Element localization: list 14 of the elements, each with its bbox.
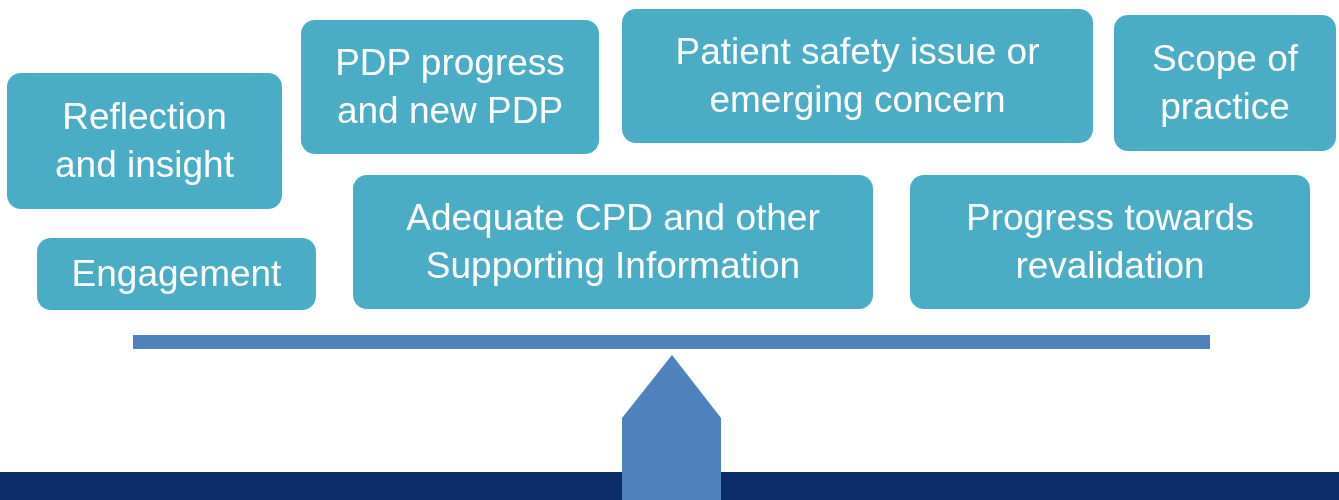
topic-box xyxy=(7,73,282,209)
box-text: Progress towards revalidation xyxy=(965,195,1255,288)
box-text: Patient safety issue or emerging concern xyxy=(674,29,1041,122)
topic-box xyxy=(1114,15,1336,151)
box-text: Reflection and insight xyxy=(54,94,235,187)
box-text: Scope of practice xyxy=(1150,36,1300,129)
topic-box xyxy=(37,238,316,310)
topic-box xyxy=(301,20,599,154)
topic-box xyxy=(910,175,1310,309)
box-text: Adequate CPD and other Supporting Information xyxy=(405,195,821,288)
box-text: PDP progress and new PDP xyxy=(334,40,566,133)
topic-box xyxy=(622,9,1093,143)
topic-box xyxy=(353,175,873,309)
box-text: Engagement xyxy=(71,251,282,296)
